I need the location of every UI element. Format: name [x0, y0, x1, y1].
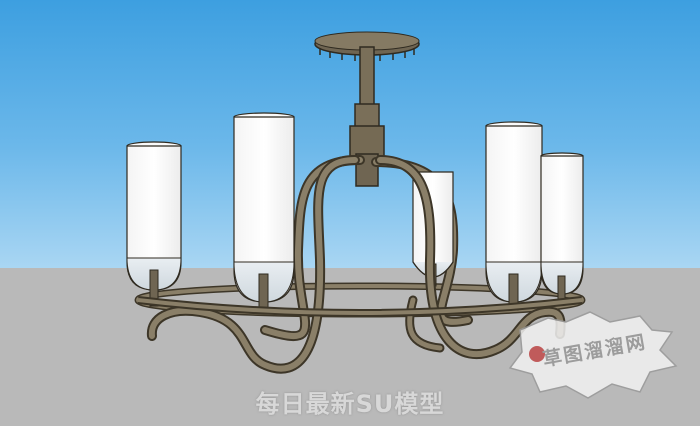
front-ring — [137, 296, 583, 317]
front-arms — [146, 155, 566, 374]
ceiling-canopy — [314, 31, 420, 61]
watermark-badge — [508, 311, 678, 399]
lamp-far-left — [126, 141, 182, 307]
caption: 每日最新SU模型 — [255, 390, 445, 418]
stem — [349, 46, 385, 187]
lamp-far-right — [540, 152, 584, 303]
lamp-right — [485, 121, 543, 311]
lamp-left — [233, 112, 295, 311]
